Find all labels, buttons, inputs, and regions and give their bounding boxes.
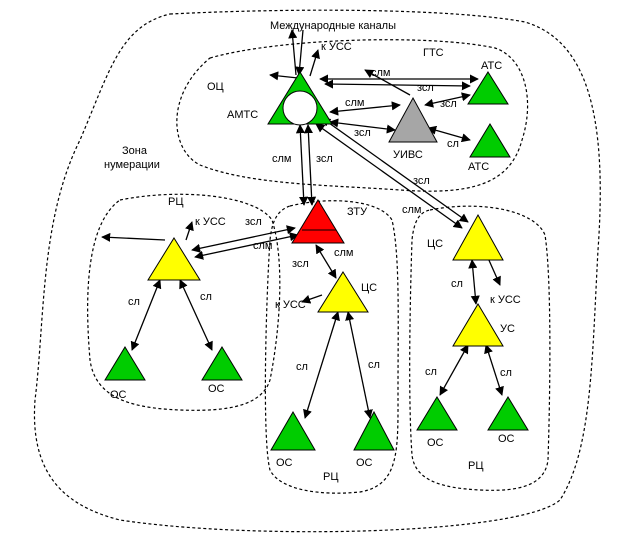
label-rc-mid: РЦ: [323, 471, 338, 483]
label-zone-line1: Зона: [122, 145, 148, 157]
us-triangle: [452, 303, 504, 347]
cs-mid-triangle: [317, 271, 369, 313]
label-gts: ГТС: [423, 47, 444, 59]
label-sl-right-cs-us: сл: [451, 278, 463, 290]
link-uivs-gts: [364, 69, 411, 96]
label-os-left-1: ОС: [110, 389, 127, 401]
link-cs-mid-os-1: [303, 311, 340, 419]
numbering-zone-boundary: [33, 9, 601, 533]
os-left-2-triangle: [201, 346, 243, 381]
label-zsl-left: зсл: [245, 216, 262, 228]
rc-mid-region-boundary: [264, 200, 399, 494]
label-k-uss-top: к УСС: [321, 41, 352, 53]
label-zsl-uivs-ats-top: зсл: [440, 98, 457, 110]
link-us-os-1: [439, 344, 469, 396]
label-international: Международные каналы: [270, 20, 396, 32]
label-zsl-amts-ztu: зсл: [316, 153, 333, 165]
label-slm-amts-uivs: слм: [345, 97, 364, 109]
link-amts-ats-top-2: [324, 79, 471, 91]
link-cs-right-k-uss: [487, 257, 501, 286]
label-sl-mid-2: сл: [368, 359, 380, 371]
label-uivs: УИВС: [393, 149, 423, 161]
link-amts-cs-right-2: [315, 123, 463, 229]
link-amts-ztu-2: [303, 124, 317, 206]
link-rc-left-os-2: [179, 279, 213, 351]
label-zsl-amts-cs-right: зсл: [413, 175, 430, 187]
label-os-right-2: ОС: [498, 433, 515, 445]
link-amts-k-uss: [309, 49, 320, 77]
label-sl-uivs-ats-bottom: сл: [447, 138, 459, 150]
ats-top-triangle: [467, 71, 509, 105]
link-amts-uivs-1: [329, 101, 401, 116]
gts-region-boundary: [176, 39, 529, 192]
link-ztu-cs-mid: [315, 244, 337, 279]
rc-left-region-boundary: [87, 193, 281, 411]
label-sl-mid-1: сл: [296, 361, 308, 373]
label-zsl-ztu-cs: зсл: [292, 258, 309, 270]
label-zsl-amts-uivs: зсл: [354, 127, 371, 139]
label-k-uss-left: к УСС: [195, 216, 226, 228]
os-right-2-triangle: [487, 396, 529, 431]
label-os-left-2: ОС: [208, 383, 225, 395]
os-mid-1-triangle: [270, 411, 316, 451]
label-sl-right-2: сл: [500, 367, 512, 379]
link-rc-left-ztu-2: [194, 232, 299, 260]
diagram-labels: Международные каналы к УСС ГТС ОЦ АМТС А…: [104, 20, 521, 483]
amts-circle: [282, 90, 318, 126]
label-ots: ОЦ: [207, 81, 224, 93]
label-ats-top: АТС: [481, 60, 502, 72]
link-cs-mid-k-uss: [301, 294, 323, 304]
label-slm-ztu-cs: слм: [334, 247, 353, 259]
label-sl-right-1: сл: [425, 366, 437, 378]
uivs-triangle: [388, 96, 438, 143]
label-zone-line2: нумерации: [104, 159, 160, 171]
label-ztu: ЗТУ: [347, 206, 368, 218]
network-nodes: [104, 71, 529, 451]
label-slm-amts-ztu: слм: [272, 153, 291, 165]
label-cs-mid: ЦС: [361, 282, 377, 294]
link-cs-mid-os-2: [345, 311, 373, 419]
link-international-out: [295, 29, 305, 76]
link-rc-left-boundary: [101, 232, 166, 242]
label-os-mid-2: ОС: [356, 457, 373, 469]
link-rc-left-os-1: [130, 279, 162, 351]
label-rc-left: РЦ: [168, 196, 183, 208]
rc-right-region-boundary: [409, 205, 551, 491]
label-os-mid-1: ОС: [276, 457, 293, 469]
link-cs-right-us: [468, 259, 480, 305]
link-international-in: [288, 29, 298, 76]
link-amts-ztu-1: [295, 124, 309, 206]
label-slm-left: слм: [253, 240, 272, 252]
link-rc-left-k-uss: [185, 221, 194, 241]
label-cs-right: ЦС: [427, 238, 443, 250]
label-rc-right: РЦ: [468, 460, 483, 472]
link-us-os-2: [484, 344, 504, 396]
label-k-uss-right: к УСС: [490, 294, 521, 306]
os-left-1-triangle: [104, 346, 146, 381]
link-uivs-ats-top: [424, 92, 471, 108]
ats-bottom-triangle: [469, 123, 511, 158]
label-sl-left-2: сл: [200, 291, 212, 303]
label-os-right-1: ОС: [427, 437, 444, 449]
label-us: УС: [500, 323, 515, 335]
label-slm-amts-ats: слм: [371, 67, 390, 79]
os-mid-2-triangle: [353, 410, 395, 451]
rc-left-triangle: [147, 237, 201, 281]
ztu-triangle: [291, 199, 345, 244]
network-links: [101, 29, 504, 419]
label-amts: АМТС: [227, 109, 258, 121]
label-slm-amts-cs-right: слм: [402, 204, 421, 216]
label-zsl-amts-ats: зсл: [417, 82, 434, 94]
label-sl-left-1: сл: [128, 296, 140, 308]
cs-right-triangle: [452, 213, 504, 261]
link-amts-ats-local: [269, 71, 299, 81]
os-right-1-triangle: [416, 396, 458, 431]
label-ats-bottom: АТС: [468, 161, 489, 173]
label-k-uss-mid: к УСС: [275, 299, 306, 311]
